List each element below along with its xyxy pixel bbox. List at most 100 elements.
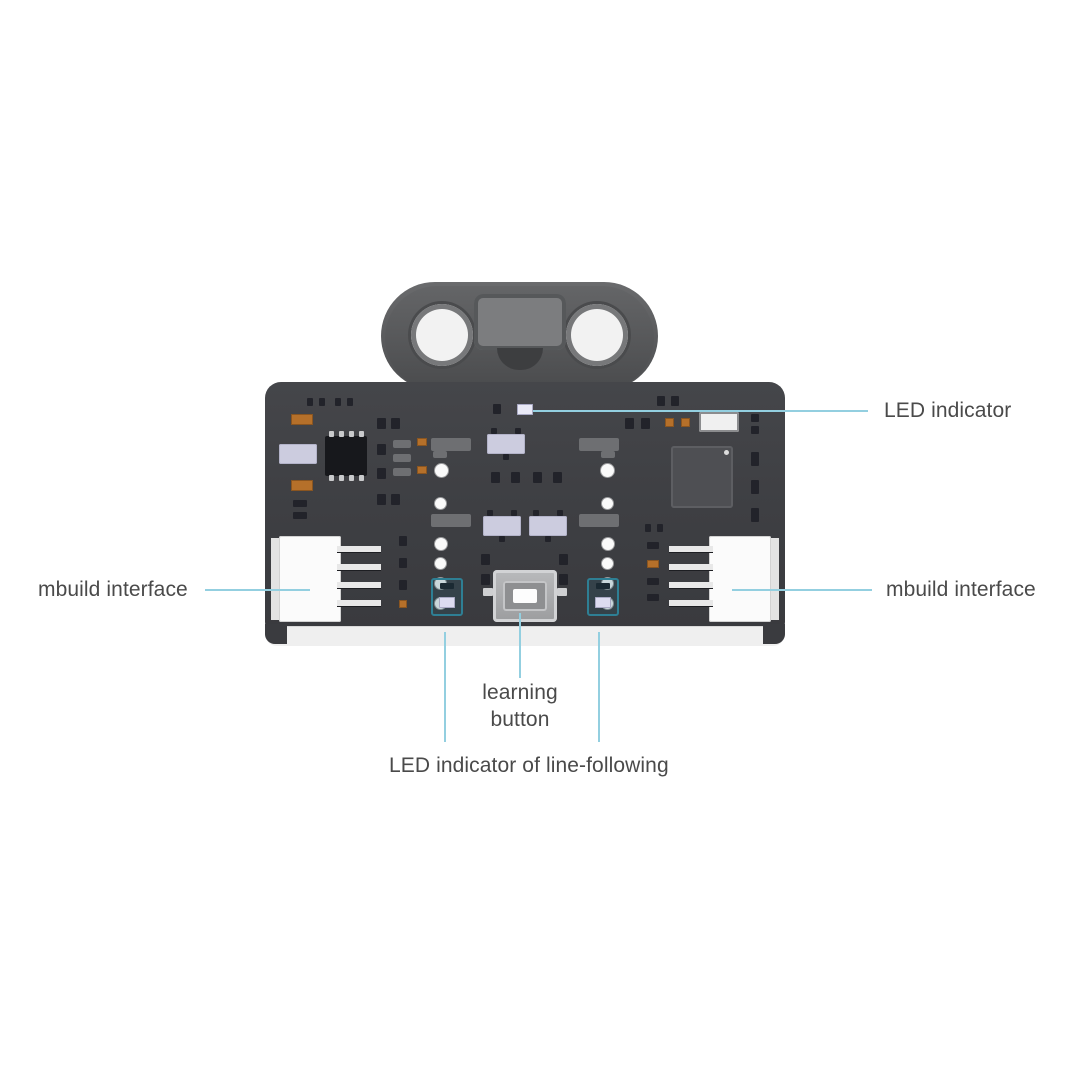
sensor-housing — [381, 282, 658, 390]
leader-line-learning-button — [519, 613, 521, 678]
smd-component — [751, 414, 759, 422]
connector-shroud — [271, 538, 279, 620]
smd-component — [377, 444, 386, 455]
smd-component — [487, 434, 525, 454]
switch-leg — [557, 588, 567, 596]
smd-component — [645, 524, 651, 532]
smd-component — [515, 428, 521, 434]
callout-led-indicator-line-following: LED indicator of line-following — [389, 754, 669, 777]
led-pad — [435, 538, 447, 550]
smd-component — [625, 418, 634, 429]
led-cap — [596, 583, 610, 589]
smd-component — [347, 398, 353, 406]
smd-component — [293, 512, 307, 519]
leader-line-mbuild-left — [205, 589, 310, 591]
resistor — [399, 600, 407, 608]
led-pad — [602, 538, 614, 550]
smd-component — [481, 554, 490, 565]
smd-component — [431, 438, 471, 451]
switch-cap — [513, 589, 537, 603]
led-pad — [435, 558, 446, 569]
smd-component — [377, 468, 386, 479]
smd-component — [751, 480, 759, 494]
smd-component — [499, 536, 505, 542]
smd-component — [751, 452, 759, 466]
led-indicator-chip — [517, 404, 533, 415]
callout-mbuild-interface-left: mbuild interface — [38, 578, 188, 601]
callout-learning-button-line1: learning — [482, 681, 558, 704]
smd-component — [431, 514, 471, 527]
smd-component — [533, 510, 539, 516]
smd-component — [641, 418, 650, 429]
resistor — [681, 418, 690, 427]
mcu-chip — [671, 446, 733, 508]
smd-component — [511, 510, 517, 516]
mbuild-connector-right[interactable] — [669, 536, 779, 622]
led-indicator-line-following-right — [587, 578, 619, 616]
smd-component — [399, 536, 407, 546]
leader-line-led-line-following-left — [444, 632, 446, 742]
connector-pins-left — [337, 546, 381, 614]
smd-component — [657, 396, 665, 406]
led-chip — [595, 597, 611, 608]
smd-component — [553, 472, 562, 483]
smd-component — [751, 508, 759, 522]
smd-component — [393, 454, 411, 462]
smd-component — [433, 451, 447, 458]
pcb-corner-left — [265, 624, 287, 644]
callout-led-indicator: LED indicator — [884, 399, 1012, 422]
switch-face — [503, 581, 547, 611]
leader-line-led-indicator — [533, 410, 868, 412]
mounting-hole-right — [566, 304, 628, 366]
leader-line-mbuild-right — [732, 589, 872, 591]
resistor — [291, 480, 313, 491]
smd-component — [647, 542, 659, 549]
resistor — [291, 414, 313, 425]
mounting-hole-left — [411, 304, 473, 366]
sensor-board — [265, 282, 785, 650]
smd-component — [559, 574, 568, 585]
smd-component — [481, 574, 490, 585]
smd-component — [511, 472, 520, 483]
learning-button[interactable] — [483, 570, 567, 622]
smd-component — [393, 468, 411, 476]
pcb-bottom-edge — [265, 626, 785, 646]
smd-component — [533, 472, 542, 483]
smd-component — [377, 494, 386, 505]
smd-component — [545, 536, 551, 542]
smd-component — [487, 510, 493, 516]
smd-component — [579, 514, 619, 527]
resistor — [647, 560, 659, 568]
connector-pins-right — [669, 546, 713, 614]
ic-chip — [325, 431, 367, 481]
led-chip — [439, 597, 455, 608]
smd-component — [279, 444, 317, 464]
smd-component — [491, 428, 497, 434]
smd-component — [393, 440, 411, 448]
smd-component — [751, 426, 759, 434]
led-pad — [435, 464, 448, 477]
smd-component — [377, 418, 386, 429]
smd-component — [399, 580, 407, 590]
smd-component — [601, 451, 615, 458]
led-pad — [601, 464, 614, 477]
resistor — [417, 438, 427, 446]
smd-component — [319, 398, 325, 406]
smd-component — [647, 578, 659, 585]
smd-component — [559, 554, 568, 565]
connector-shroud — [771, 538, 779, 620]
resistor — [417, 466, 427, 474]
smd-component — [307, 398, 313, 406]
led-pad — [602, 558, 613, 569]
smd-component — [657, 524, 663, 532]
smd-component — [529, 516, 567, 536]
mbuild-connector-left[interactable] — [271, 536, 381, 622]
led-pad — [602, 498, 613, 509]
smd-component — [391, 418, 400, 429]
smd-component — [483, 516, 521, 536]
pcb — [265, 382, 785, 646]
smd-component — [671, 396, 679, 406]
smd-component — [399, 558, 407, 568]
smd-component — [579, 438, 619, 451]
